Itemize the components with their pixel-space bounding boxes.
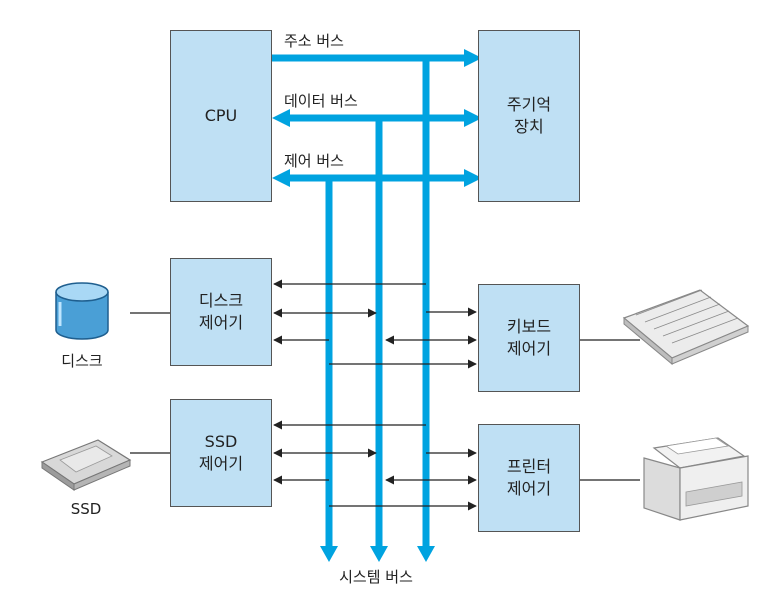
ssd-controller-label-line1: SSD [204,432,238,452]
ssd-controller-box: SSD 제어기 [170,399,272,507]
control-bus-label: 제어 버스 [284,152,344,170]
disk-label: 디스크 [61,352,103,370]
printer-controller-label-line2: 제어기 [506,479,552,498]
keyboard-controller-label-line2: 제어기 [506,339,552,358]
memory-label-line1: 주기억 [506,95,552,115]
printer-controller-box: 프린터 제어기 [478,424,580,532]
disk-icon [55,282,109,340]
cpu-label: CPU [204,106,238,126]
system-bus-label: 시스템 버스 [339,568,413,586]
printer-controller-label-line1: 프린터 [506,457,552,477]
device-links [130,312,640,481]
ssd-controller-label-line2: 제어기 [198,454,244,473]
keyboard-controller-box: 키보드 제어기 [478,284,580,392]
main-memory-box: 주기억 장치 [478,30,580,202]
keyboard-controller-links [329,307,477,369]
ssd-controller-links [273,420,426,485]
memory-label-line2: 장치 [514,117,544,136]
address-bus [272,49,482,67]
system-bus-control-line [320,178,338,562]
system-bus-address-line [417,58,435,562]
keyboard-controller-label-line1: 키보드 [506,317,552,337]
cpu-box: CPU [170,30,272,202]
disk-controller-label-line1: 디스크 [198,291,244,311]
disk-controller-label-line2: 제어기 [198,313,244,332]
printer-icon [643,437,749,521]
printer-controller-links [329,448,477,511]
ssd-icon [40,439,132,491]
system-bus-data-line [370,118,388,562]
ssd-label: SSD [70,500,102,518]
disk-controller-links [273,279,426,345]
address-bus-label: 주소 버스 [284,32,344,50]
keyboard-icon [622,289,750,366]
data-bus-label: 데이터 버스 [284,92,358,110]
disk-controller-box: 디스크 제어기 [170,258,272,366]
